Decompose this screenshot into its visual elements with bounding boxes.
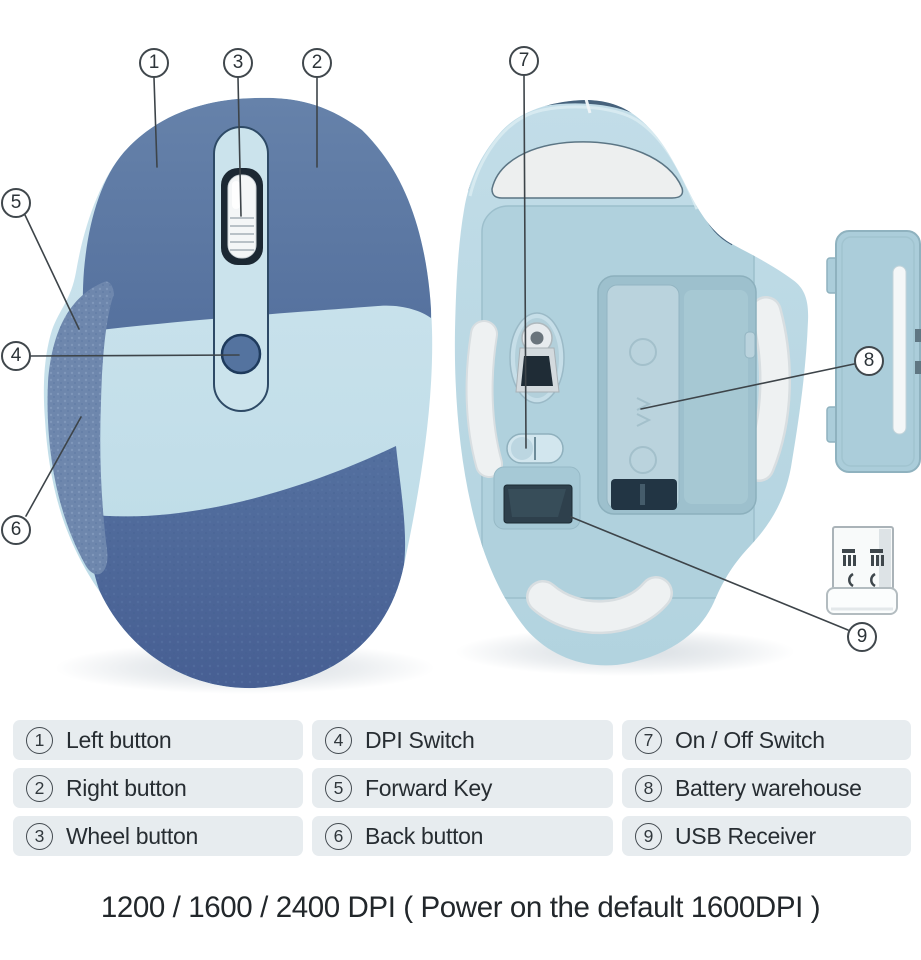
glide-pad-right-fill <box>745 298 789 480</box>
legend-number: 4 <box>325 726 352 754</box>
callout-9-usb-receiver: 9 <box>847 622 877 652</box>
palm-rest-texture <box>86 446 406 689</box>
legend-item-on-off-switch: 7 On / Off Switch <box>622 720 911 760</box>
legend-item-forward-key: 5 Forward Key <box>312 768 613 808</box>
callout-line-1 <box>153 77 158 168</box>
callout-number: 6 <box>10 519 22 540</box>
mouse-bottom-view <box>454 100 809 666</box>
mouse-top-view <box>43 97 433 689</box>
usb-dongle <box>826 526 898 615</box>
callout-number: 3 <box>232 52 244 73</box>
callout-7-on-off-switch: 7 <box>509 46 539 76</box>
legend-item-right-button: 2 Right button <box>13 768 303 808</box>
callout-line-3 <box>237 77 242 217</box>
callout-5-forward-key: 5 <box>1 188 31 218</box>
legend-label: Left button <box>66 726 172 753</box>
legend-label: Right button <box>66 774 187 801</box>
mouse-illustrations <box>24 75 921 694</box>
callout-number: 8 <box>863 350 875 371</box>
legend-number: 5 <box>325 774 352 802</box>
legend-number: 2 <box>26 774 53 802</box>
legend-number: 6 <box>325 822 352 850</box>
usb-dongle-pins <box>842 549 884 566</box>
callout-number: 2 <box>311 52 323 73</box>
legend-number: 3 <box>26 822 53 850</box>
scroll-wheel-shine <box>232 181 240 209</box>
legend-label: On / Off Switch <box>675 726 825 753</box>
callout-line-4 <box>30 354 240 357</box>
callout-2-right-button: 2 <box>302 48 332 78</box>
legend-number: 1 <box>26 726 53 754</box>
legend-number: 7 <box>635 726 662 754</box>
callout-line-6 <box>25 416 82 517</box>
callout-3-wheel-button: 3 <box>223 48 253 78</box>
callout-4-dpi-switch: 4 <box>1 341 31 371</box>
dpi-note: 1200 / 1600 / 2400 DPI ( Power on the de… <box>100 891 821 924</box>
legend-label: Battery warehouse <box>675 774 862 801</box>
callout-number: 5 <box>10 192 22 213</box>
battery-cover-slot <box>892 265 907 435</box>
usb-receiver-slot <box>493 466 581 530</box>
legend-item-left-button: 1 Left button <box>13 720 303 760</box>
glide-pad-top <box>491 141 684 199</box>
callout-1-left-button: 1 <box>139 48 169 78</box>
legend-item-wheel-button: 3 Wheel button <box>13 816 303 856</box>
glide-pad-left-fill <box>467 322 501 476</box>
callout-number: 7 <box>518 50 530 71</box>
legend-number: 9 <box>635 822 662 850</box>
callout-line-9 <box>570 516 849 631</box>
callout-number: 9 <box>856 626 868 647</box>
legend-item-usb-receiver: 9 USB Receiver <box>622 816 911 856</box>
legend-item-battery-warehouse: 8 Battery warehouse <box>622 768 911 808</box>
callout-line-8 <box>640 363 855 410</box>
scroll-wheel-ribs <box>230 217 254 251</box>
battery-compartment <box>597 275 757 515</box>
callout-number: 1 <box>148 52 160 73</box>
top-seam-notch <box>584 100 592 114</box>
callout-line-5 <box>24 214 80 330</box>
legend-label: DPI Switch <box>365 726 475 753</box>
legend-item-back-button: 6 Back button <box>312 816 613 856</box>
glide-pad-bottom-fill <box>528 578 671 632</box>
callout-6-back-button: 6 <box>1 515 31 545</box>
legend-label: Forward Key <box>365 774 493 801</box>
legend-label: Back button <box>365 822 484 849</box>
callout-number: 4 <box>10 345 22 366</box>
legend-item-dpi-switch: 4 DPI Switch <box>312 720 613 760</box>
legend-number: 8 <box>635 774 662 802</box>
on-off-switch <box>506 433 564 464</box>
legend-label: Wheel button <box>66 822 198 849</box>
callout-8-battery-warehouse: 8 <box>854 346 884 376</box>
legend-label: USB Receiver <box>675 822 816 849</box>
callout-line-7 <box>523 75 527 449</box>
optical-sensor <box>509 312 565 404</box>
side-grip-texture <box>47 281 114 575</box>
callout-lines <box>24 75 855 631</box>
legend: 1 Left button 4 DPI Switch 7 On / Off Sw… <box>13 720 911 856</box>
dpi-button <box>220 333 262 375</box>
